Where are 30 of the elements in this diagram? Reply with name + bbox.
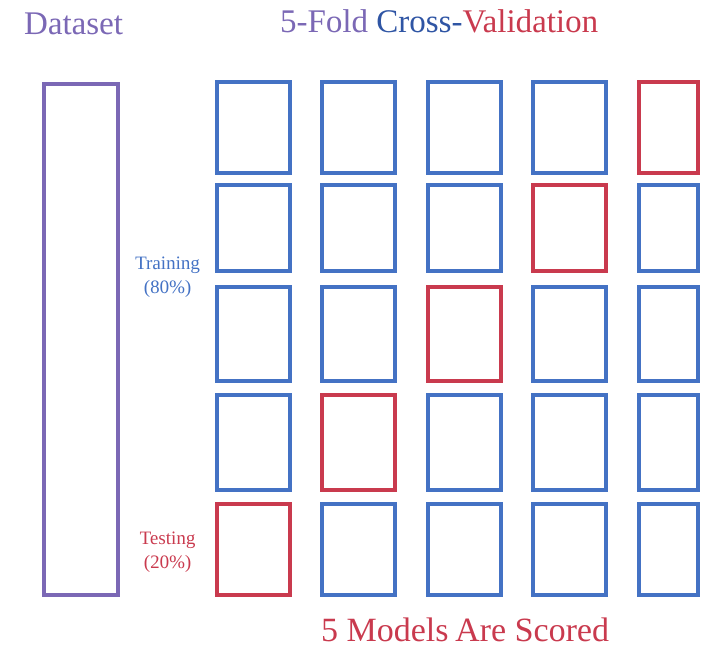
title: 5-Fold Cross-Validation bbox=[280, 4, 598, 41]
validation-fold-box bbox=[637, 80, 700, 175]
training-fold-box bbox=[426, 393, 503, 492]
training-fold-box bbox=[426, 183, 503, 273]
training-fold-box bbox=[320, 285, 397, 383]
dataset-heading: Dataset bbox=[24, 6, 123, 43]
caption: 5 Models Are Scored bbox=[320, 612, 610, 650]
training-fold-box bbox=[215, 285, 292, 383]
training-fold-box bbox=[531, 285, 608, 383]
testing-label: Testing (20%) bbox=[138, 527, 196, 575]
training-fold-box bbox=[215, 183, 292, 273]
training-fold-box bbox=[531, 502, 608, 597]
training-fold-box bbox=[320, 80, 397, 175]
training-fold-box bbox=[320, 183, 397, 273]
training-fold-box bbox=[320, 502, 397, 597]
training-fold-box bbox=[637, 502, 700, 597]
training-fold-box bbox=[426, 80, 503, 175]
training-fold-box bbox=[637, 285, 700, 383]
training-fold-box bbox=[637, 393, 700, 492]
validation-fold-box bbox=[426, 285, 503, 383]
validation-fold-box bbox=[215, 502, 292, 597]
training-fold-box bbox=[531, 393, 608, 492]
training-fold-box bbox=[637, 183, 700, 273]
training-fold-box bbox=[215, 393, 292, 492]
training-fold-box bbox=[215, 80, 292, 175]
training-label: Training (80%) bbox=[134, 252, 201, 300]
validation-fold-box bbox=[320, 393, 397, 492]
training-fold-box bbox=[531, 80, 608, 175]
training-fold-box bbox=[426, 502, 503, 597]
validation-fold-box bbox=[531, 183, 608, 273]
